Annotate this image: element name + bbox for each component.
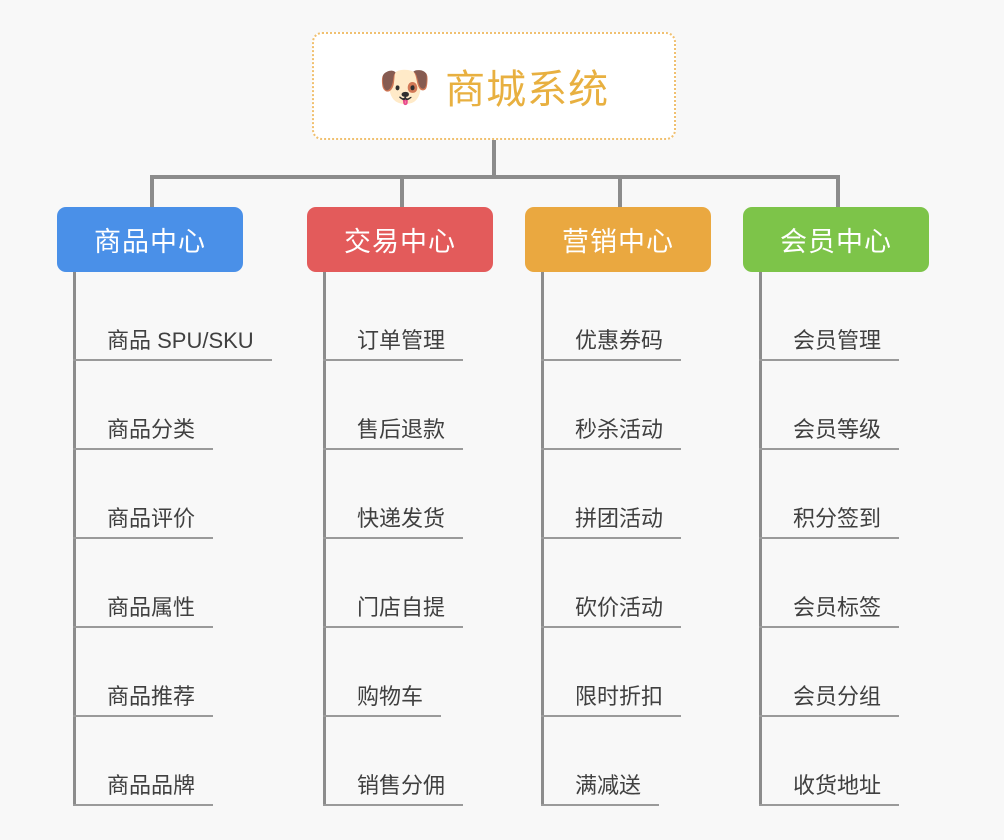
- leaf-item[interactable]: 会员管理: [759, 272, 929, 361]
- leaf-item-label: 商品分类: [73, 417, 214, 450]
- leaf-item-label: 优惠券码: [541, 328, 682, 361]
- leaf-item-label: 收货地址: [759, 773, 900, 806]
- leaf-item[interactable]: 积分签到: [759, 450, 929, 539]
- leaf-item[interactable]: 快递发货: [323, 450, 493, 539]
- shiba-dog-face-icon: 🐶: [378, 63, 432, 110]
- leaf-item[interactable]: 门店自提: [323, 539, 493, 628]
- branch-trunk-line: [759, 272, 762, 806]
- category-column: 交易中心订单管理售后退款快递发货门店自提购物车销售分佣: [307, 207, 493, 806]
- leaf-item[interactable]: 售后退款: [323, 361, 493, 450]
- leaf-item-label: 快递发货: [323, 506, 464, 539]
- leaf-item-label: 商品评价: [73, 506, 214, 539]
- connector-drop-4: [836, 175, 840, 208]
- leaf-item[interactable]: 优惠券码: [541, 272, 711, 361]
- connector-drop-1: [150, 175, 154, 208]
- leaf-item-label: 商品属性: [73, 595, 214, 628]
- branch-trunk-line: [323, 272, 326, 806]
- leaf-item[interactable]: 秒杀活动: [541, 361, 711, 450]
- leaf-item-label: 销售分佣: [323, 773, 464, 806]
- leaf-item[interactable]: 会员标签: [759, 539, 929, 628]
- root-node[interactable]: 🐶 商城系统: [312, 32, 676, 140]
- leaf-item-label: 订单管理: [323, 328, 464, 361]
- leaf-item[interactable]: 会员等级: [759, 361, 929, 450]
- leaf-item[interactable]: 会员分组: [759, 628, 929, 717]
- leaf-item[interactable]: 销售分佣: [323, 717, 493, 806]
- leaf-item-label: 砍价活动: [541, 595, 682, 628]
- leaf-item-label: 满减送: [541, 773, 660, 806]
- branch-trunk-line: [541, 272, 544, 806]
- leaf-item-label: 售后退款: [323, 417, 464, 450]
- leaf-item-label: 限时折扣: [541, 684, 682, 717]
- leaf-item-label: 购物车: [323, 684, 442, 717]
- category-branch: 优惠券码秒杀活动拼团活动砍价活动限时折扣满减送: [541, 272, 711, 806]
- leaf-item[interactable]: 订单管理: [323, 272, 493, 361]
- category-column: 营销中心优惠券码秒杀活动拼团活动砍价活动限时折扣满减送: [525, 207, 711, 806]
- leaf-item-label: 拼团活动: [541, 506, 682, 539]
- leaf-item-label: 商品推荐: [73, 684, 214, 717]
- connector-drop-3: [618, 175, 622, 208]
- leaf-item[interactable]: 商品 SPU/SKU: [73, 272, 272, 361]
- category-box-1[interactable]: 商品中心: [57, 207, 243, 272]
- leaf-item[interactable]: 购物车: [323, 628, 493, 717]
- leaf-item[interactable]: 商品属性: [73, 539, 243, 628]
- leaf-item[interactable]: 商品品牌: [73, 717, 243, 806]
- leaf-item-label: 商品 SPU/SKU: [73, 328, 272, 361]
- leaf-item-label: 会员等级: [759, 417, 900, 450]
- connector-drop-2: [400, 175, 404, 208]
- leaf-item-label: 会员分组: [759, 684, 900, 717]
- category-box-4[interactable]: 会员中心: [743, 207, 929, 272]
- connector-bus: [150, 175, 840, 179]
- leaf-item-label: 会员标签: [759, 595, 900, 628]
- leaf-item-label: 积分签到: [759, 506, 900, 539]
- leaf-item[interactable]: 商品评价: [73, 450, 243, 539]
- category-column: 会员中心会员管理会员等级积分签到会员标签会员分组收货地址: [743, 207, 929, 806]
- leaf-item-label: 会员管理: [759, 328, 900, 361]
- leaf-item-label: 门店自提: [323, 595, 464, 628]
- leaf-item[interactable]: 商品推荐: [73, 628, 243, 717]
- leaf-item[interactable]: 拼团活动: [541, 450, 711, 539]
- leaf-item-label: 商品品牌: [73, 773, 214, 806]
- leaf-item[interactable]: 满减送: [541, 717, 711, 806]
- category-branch: 订单管理售后退款快递发货门店自提购物车销售分佣: [323, 272, 493, 806]
- leaf-item-label: 秒杀活动: [541, 417, 682, 450]
- leaf-item[interactable]: 收货地址: [759, 717, 929, 806]
- connector-stem: [492, 140, 496, 178]
- leaf-item[interactable]: 商品分类: [73, 361, 243, 450]
- branch-trunk-line: [73, 272, 76, 806]
- category-branch: 会员管理会员等级积分签到会员标签会员分组收货地址: [759, 272, 929, 806]
- category-box-2[interactable]: 交易中心: [307, 207, 493, 272]
- category-column: 商品中心商品 SPU/SKU 商品分类商品评价商品属性商品推荐商品品牌: [57, 207, 272, 806]
- root-title: 商城系统: [445, 68, 610, 112]
- leaf-item[interactable]: 砍价活动: [541, 539, 711, 628]
- leaf-item[interactable]: 限时折扣: [541, 628, 711, 717]
- category-branch: 商品 SPU/SKU 商品分类商品评价商品属性商品推荐商品品牌: [73, 272, 272, 806]
- category-box-3[interactable]: 营销中心: [525, 207, 711, 272]
